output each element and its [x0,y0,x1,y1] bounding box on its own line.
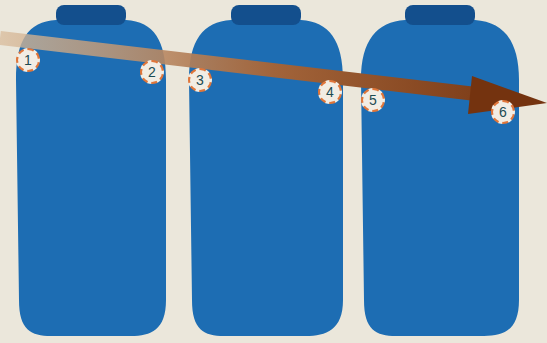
barrel [189,5,343,336]
callout-number: 5 [361,88,385,112]
callout-number: 3 [188,68,212,92]
callout-number: 1 [16,48,40,72]
callout-number: 4 [318,80,342,104]
flow-arrow [0,38,547,114]
callout-number: 6 [491,100,515,124]
callout-number: 2 [140,60,164,84]
barrel [361,5,519,336]
